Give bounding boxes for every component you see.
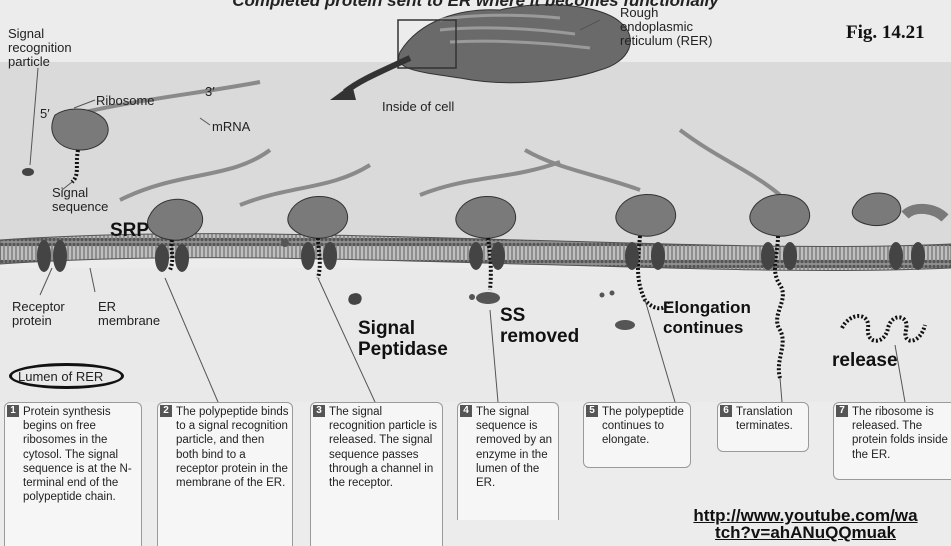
label-line: ER [98, 300, 160, 314]
ribosome-label: Ribosome [96, 94, 155, 108]
step-number: 3 [313, 405, 325, 417]
ss-removed-annotation: SS removed [500, 305, 579, 347]
step-text: The polypeptide binds to a signal recogn… [176, 405, 289, 490]
label-line: endoplasmic [620, 20, 712, 34]
annotation-line: Peptidase [358, 339, 448, 360]
rer-organelle [398, 5, 630, 83]
label-line: membrane [98, 314, 160, 328]
step-number: 6 [720, 405, 732, 417]
srp-annotation: SRP [110, 220, 149, 241]
label-line: particle [8, 55, 72, 69]
youtube-link[interactable]: http://www.youtube.com/wa tch?v=ahANuQQm… [660, 507, 951, 541]
label-line: recognition [8, 41, 72, 55]
step-text: The signal sequence is removed by an enz… [476, 405, 555, 490]
step-3-box: 3 The signal recognition particle is rel… [310, 402, 443, 546]
signal-sequence-label: Signal sequence [52, 186, 108, 214]
lumen-label: Lumen of RER [18, 369, 103, 384]
label-line: protein [12, 314, 65, 328]
released-srp-particle [281, 239, 289, 247]
lumen-label-oval: Lumen of RER [9, 363, 124, 389]
label-line: Signal [8, 27, 72, 41]
step-number: 1 [7, 405, 19, 417]
step-1-box: 1 Protein synthesis begins on free ribos… [4, 402, 142, 546]
annotation-line: Signal [358, 318, 448, 339]
figure-label: Fig. 14.21 [846, 22, 925, 44]
step-text: The signal recognition particle is relea… [329, 405, 439, 490]
label-line: sequence [52, 200, 108, 214]
step-text: Translation terminates. [736, 405, 805, 433]
step-number: 5 [586, 405, 598, 417]
top-caption: Completed protein sent to ER where it be… [0, 0, 951, 11]
annotation-line: continues [663, 318, 751, 338]
label-line: Rough [620, 6, 712, 20]
step-number: 7 [836, 405, 848, 417]
step-text: Protein synthesis begins on free ribosom… [23, 405, 138, 504]
link-line-2: tch?v=ahANuQQmuak [660, 524, 951, 541]
three-prime-label: 3′ [205, 85, 215, 99]
lumen-region [0, 268, 951, 402]
annotation-line: Elongation [663, 298, 751, 318]
inside-cell-label: Inside of cell [382, 100, 454, 114]
mrna-label: mRNA [212, 120, 250, 134]
free-srp-particle [22, 168, 34, 176]
link-line-1: http://www.youtube.com/wa [660, 507, 951, 524]
step-text: The polypeptide continues to elongate. [602, 405, 687, 448]
signal-recognition-particle-label: Signal recognition particle [8, 27, 72, 69]
label-line: Signal [52, 186, 108, 200]
rer-label: Rough endoplasmic reticulum (RER) [620, 6, 712, 48]
step-number: 2 [160, 405, 172, 417]
step-2-box: 2 The polypeptide binds to a signal reco… [157, 402, 293, 546]
er-membrane-label: ER membrane [98, 300, 160, 328]
step-4-box: 4 The signal sequence is removed by an e… [457, 402, 559, 520]
release-annotation: release [832, 350, 898, 371]
elongation-annotation: Elongation continues [663, 298, 751, 338]
label-line: Receptor [12, 300, 65, 314]
step-number: 4 [460, 405, 472, 417]
signal-peptidase-annotation: Signal Peptidase [358, 318, 448, 360]
annotation-line: removed [500, 326, 579, 347]
step-text: The ribosome is released. The protein fo… [852, 405, 948, 462]
five-prime-label: 5′ [40, 107, 50, 121]
label-line: reticulum (RER) [620, 34, 712, 48]
annotation-line: SS [500, 305, 579, 326]
step-7-box: 7 The ribosome is released. The protein … [833, 402, 951, 480]
step-5-box: 5 The polypeptide continues to elongate. [583, 402, 691, 468]
receptor-protein-label: Receptor protein [12, 300, 65, 328]
step-6-box: 6 Translation terminates. [717, 402, 809, 452]
